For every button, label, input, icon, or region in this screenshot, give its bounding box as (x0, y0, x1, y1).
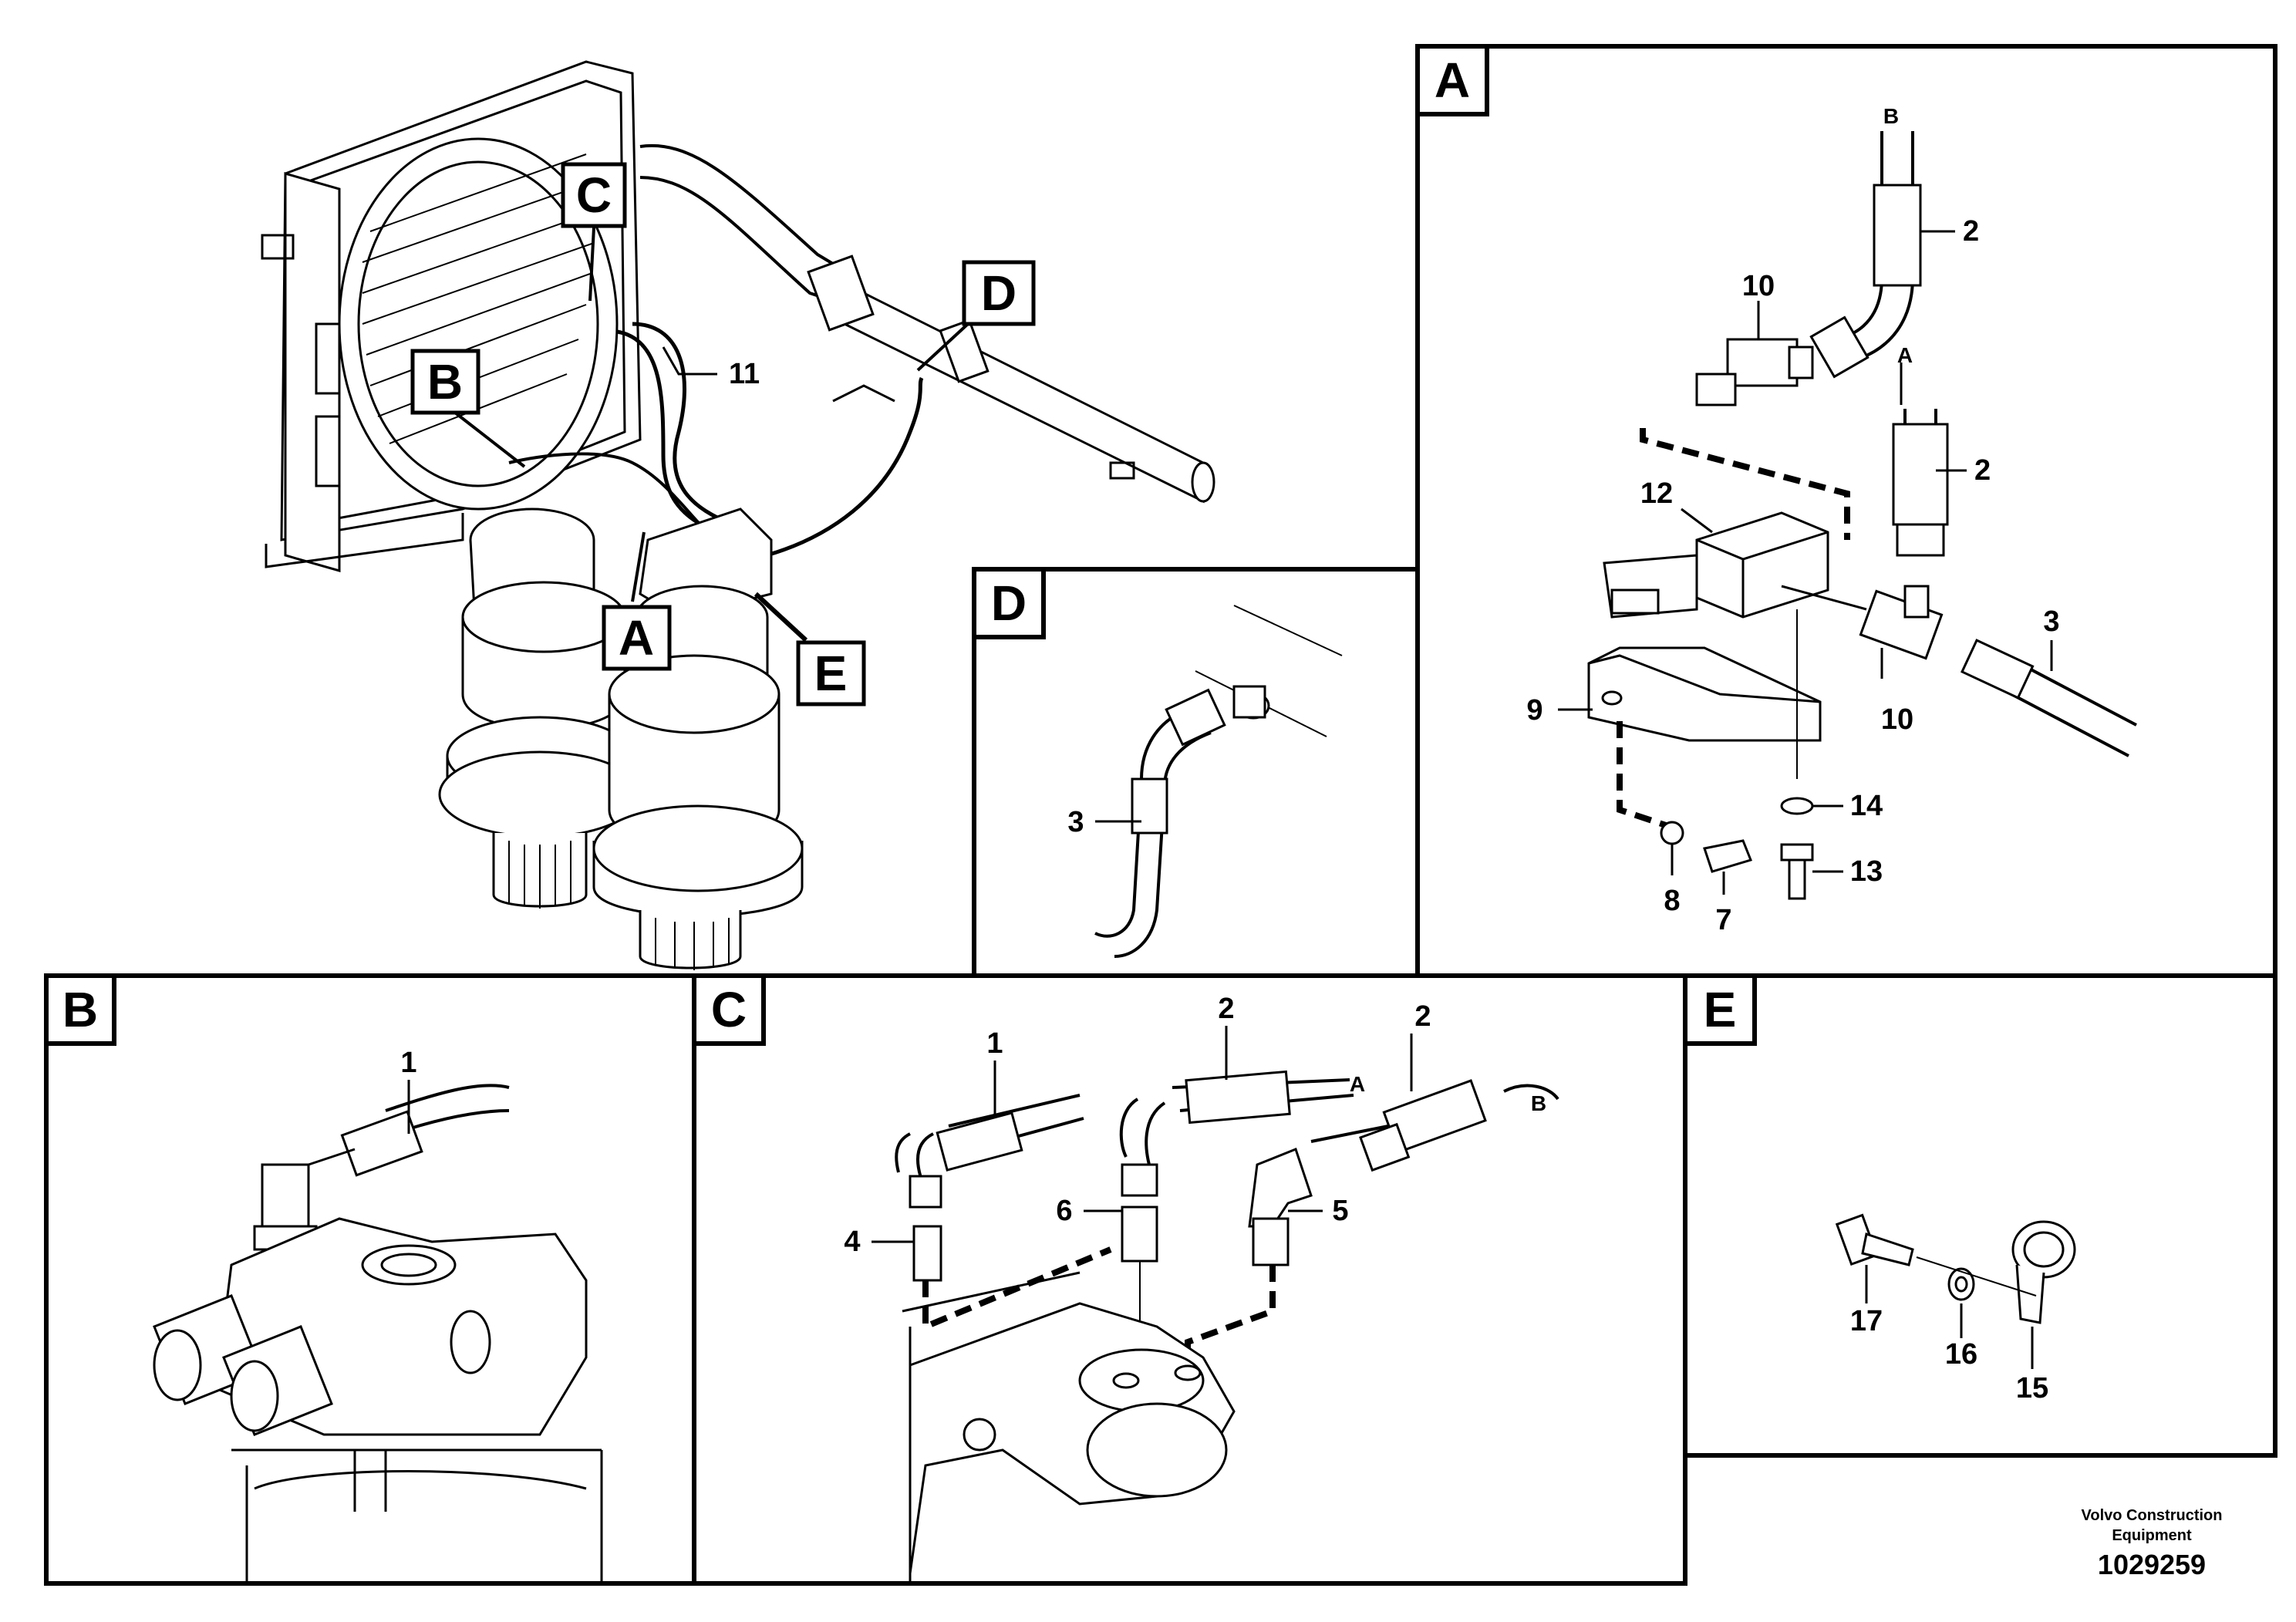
svg-text:A: A (619, 610, 654, 666)
svg-text:C: C (576, 167, 612, 223)
panel-d-part-3: 3 (1067, 806, 1084, 838)
panel-a-part-7: 7 (1715, 904, 1731, 936)
panel-a-part-2-right: 2 (1974, 454, 1991, 487)
overview-illustration (261, 60, 1215, 970)
panel-c-part-4: 4 (844, 1226, 860, 1258)
panel-e-illustration (1835, 1213, 2076, 1369)
panel-c-part-1: 1 (986, 1027, 1003, 1060)
panel-a-part-13: 13 (1850, 855, 1883, 888)
panel-d-illustration (1094, 605, 1343, 958)
callout-a: A (602, 605, 672, 671)
panel-a-part-2-top: 2 (1963, 215, 1979, 248)
callout-11: 11 (729, 358, 760, 390)
panel-a-part-3: 3 (2043, 605, 2059, 638)
panel-a-part-10-lower: 10 (1881, 703, 1913, 736)
panel-c-illustration (872, 1026, 1559, 1581)
panel-b-part-1: 1 (400, 1047, 416, 1079)
panel-d-label: D (991, 575, 1027, 631)
panel-a-part-9: 9 (1526, 694, 1542, 727)
drawing-number: 1029259 (2097, 1549, 2207, 1580)
panel-e-part-15: 15 (2016, 1372, 2048, 1404)
callout-b: B (410, 349, 480, 415)
panel-e-part-17: 17 (1850, 1305, 1883, 1337)
svg-text:E: E (814, 646, 848, 701)
overview-callouts: C D B A E 11 (410, 162, 1036, 706)
panel-c-part-5: 5 (1332, 1195, 1348, 1227)
panel-b: B 1 (44, 973, 696, 1586)
callout-e: E (796, 640, 866, 706)
panel-a-label: A (1435, 52, 1470, 108)
panel-a-part-8: 8 (1664, 885, 1680, 917)
svg-text:B: B (427, 354, 463, 410)
callout-d: D (962, 260, 1036, 326)
panel-e-part-16: 16 (1945, 1338, 1977, 1371)
panel-c-part-2-b: 2 (1414, 1000, 1431, 1033)
panel-a-tag-a: A (1897, 343, 1913, 367)
panel-c-tag-b: B (1531, 1091, 1546, 1115)
panel-c-part-2-a: 2 (1218, 993, 1234, 1025)
panel-a: A (1415, 44, 2277, 978)
panel-a-tag-b: B (1883, 104, 1899, 128)
panel-a-part-12: 12 (1640, 477, 1673, 510)
panel-d: D 3 (972, 567, 1420, 978)
panel-a-part-10-top: 10 (1742, 270, 1775, 302)
panel-c-part-6: 6 (1056, 1195, 1072, 1227)
panel-b-label: B (62, 982, 98, 1037)
panel-e: E 17 16 15 (1683, 973, 2277, 1458)
panel-c-tag-a: A (1350, 1072, 1365, 1096)
panel-a-part-14: 14 (1850, 790, 1883, 822)
company-credit: Volvo Construction Equipment (2081, 1507, 2223, 1544)
panel-c-label: C (711, 982, 747, 1037)
panel-b-illustration (153, 1080, 603, 1581)
panel-c: C (692, 973, 1687, 1586)
panel-a-illustration (1558, 131, 2137, 900)
svg-text:D: D (981, 265, 1017, 321)
callout-c: C (561, 162, 627, 228)
panel-e-label: E (1704, 982, 1737, 1037)
